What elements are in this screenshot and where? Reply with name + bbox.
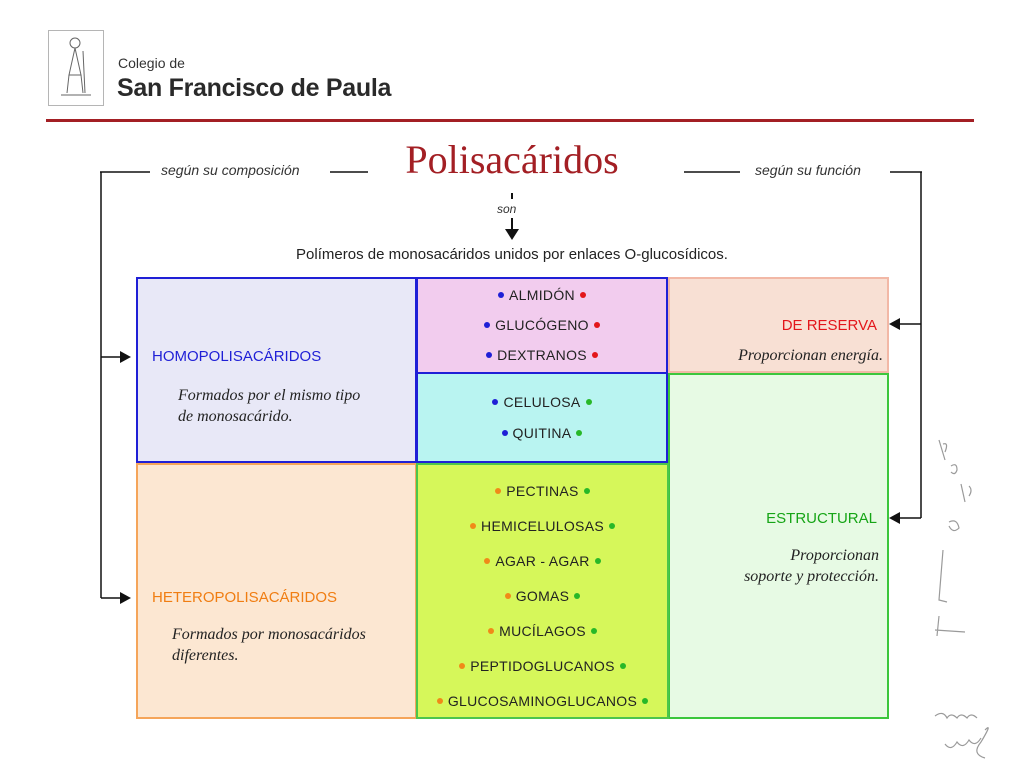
homo-heading: HOMOPOLISACÁRIDOS [152,348,322,365]
page-title: Polisacáridos [405,137,619,182]
hetero-desc-line2: diferentes. [172,647,239,664]
bullet-dot-icon [594,558,601,565]
homo-reserve-cell: ALMIDÓN GLUCÓGENO DEXTRANOS [416,277,668,374]
list-item: DEXTRANOS [418,347,666,363]
bullet-dot-icon [619,663,626,670]
list-item-label: GLUCÓGENO [495,317,589,333]
bullet-dot-icon [590,628,597,635]
bullet-dot-icon [488,628,495,635]
bullet-dot-icon [574,593,581,600]
label-son: son [497,202,517,216]
list-item-label: PECTINAS [506,483,579,499]
list-item: GLUCOSAMINOGLUCANOS [418,693,667,709]
signature-watermark-icon [934,439,989,759]
bullet-dot-icon [585,399,592,406]
list-item-label: GLUCOSAMINOGLUCANOS [447,693,638,709]
definition-text: Polímeros de monosacáridos unidos por en… [296,246,728,263]
bullet-dot-icon [495,488,502,495]
bullet-dot-icon [576,430,583,437]
hetero-description: Formados por monosacáridos diferentes. [172,624,366,666]
homo-cell: HOMOPOLISACÁRIDOS Formados por el mismo … [136,277,417,463]
header-divider [46,119,974,122]
bullet-dot-icon [492,399,499,406]
list-item-label: DEXTRANOS [497,347,587,363]
structural-description: Proporcionan soporte y protección. [744,545,879,587]
arrow-to-reserve [889,318,900,330]
bullet-dot-icon [579,292,586,299]
bullet-dot-icon [583,488,590,495]
school-logo [48,30,104,106]
bullet-dot-icon [470,523,477,530]
bullet-dot-icon [501,430,508,437]
list-item-label: MUCÍLAGOS [499,623,586,639]
bullet-dot-icon [484,558,491,565]
list-item: PEPTIDOGLUCANOS [418,658,667,674]
bullet-dot-icon [593,322,600,329]
list-item-label: ALMIDÓN [509,287,575,303]
homo-structural-cell: CELULOSA QUITINA [416,372,668,463]
hetero-cell: HETEROPOLISACÁRIDOS Formados por monosac… [136,463,417,719]
hetero-heading: HETEROPOLISACÁRIDOS [152,589,338,606]
list-item: CELULOSA [418,394,666,410]
hetero-structural-cell: PECTINAS HEMICELULOSAS AGAR - AGAR GOMAS MUC… [416,463,669,719]
list-item: AGAR - AGAR [418,553,667,569]
list-item-label: GOMAS [515,588,570,604]
list-item: MUCÍLAGOS [418,623,667,639]
homo-desc-line1: Formados por el mismo tipo [178,387,361,404]
list-item: GLUCÓGENO [418,317,666,333]
saint-figure-icon [61,37,91,96]
bullet-dot-icon [486,352,493,359]
list-item: QUITINA [418,425,666,441]
bullet-dot-icon [498,292,505,299]
list-item: PECTINAS [418,483,667,499]
reserve-heading: DE RESERVA [781,317,877,334]
list-item-label: QUITINA [512,425,572,441]
structural-desc-line2: soporte y protección. [744,568,879,585]
list-item: GOMAS [418,588,667,604]
arrow-to-homo [120,351,131,363]
label-function: según su función [755,162,861,178]
bullet-dot-icon [591,352,598,359]
reserve-cell: DE RESERVA Proporcionan energía. [668,277,889,373]
hetero-desc-line1: Formados por monosacáridos [172,626,366,643]
bullet-dot-icon [436,698,443,705]
structural-heading: ESTRUCTURAL [766,510,877,527]
list-item-label: PEPTIDOGLUCANOS [470,658,615,674]
bullet-dot-icon [504,593,511,600]
homo-description: Formados por el mismo tipo de monosacári… [178,385,360,427]
structural-cell: ESTRUCTURAL Proporcionan soporte y prote… [668,373,889,719]
bullet-dot-icon [484,322,491,329]
bullet-dot-icon [459,663,466,670]
logo-text-line2: San Francisco de Paula [117,74,392,102]
arrow-to-structural [889,512,900,524]
label-composition: según su composición [161,162,300,178]
reserve-description: Proporcionan energía. [738,347,883,364]
list-item: ALMIDÓN [418,287,666,303]
list-item-label: HEMICELULOSAS [481,518,604,534]
arrow-down [505,229,519,240]
list-item-label: AGAR - AGAR [495,553,590,569]
list-item: HEMICELULOSAS [418,518,667,534]
homo-desc-line2: de monosacárido. [178,408,293,425]
logo-text-line1: Colegio de [118,55,185,71]
bullet-dot-icon [642,698,649,705]
arrow-to-hetero [120,592,131,604]
structural-desc-line1: Proporcionan [790,547,879,564]
bullet-dot-icon [608,523,615,530]
list-item-label: CELULOSA [503,394,581,410]
